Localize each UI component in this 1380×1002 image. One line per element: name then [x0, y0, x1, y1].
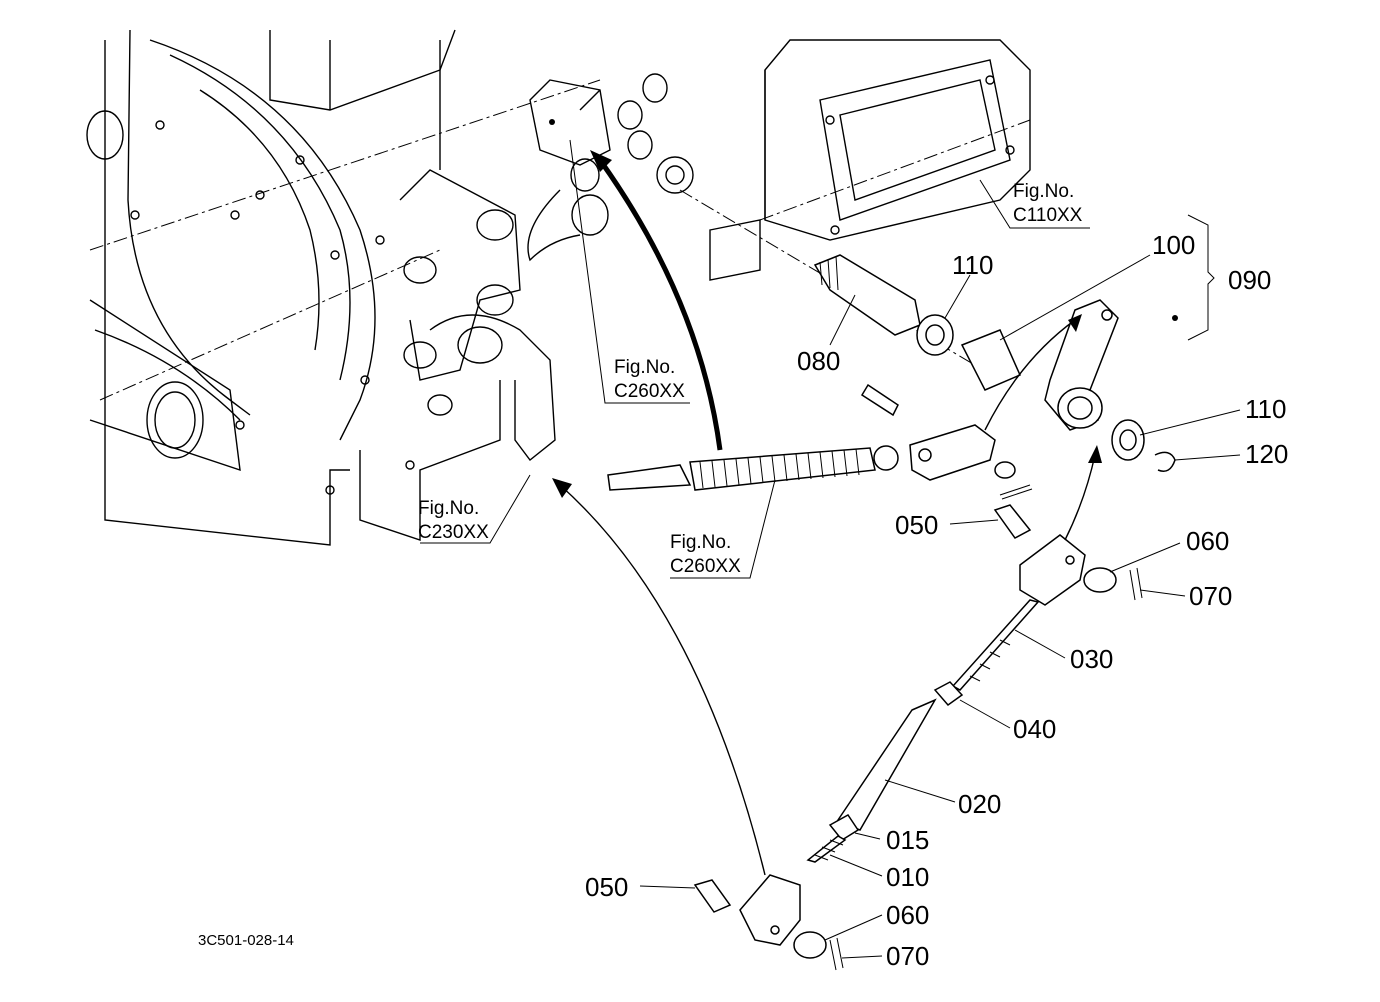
figure-reference-code: C230XX — [418, 521, 489, 543]
callout-080[interactable]: 080 — [797, 346, 841, 376]
figure-reference-code: C110XX — [1013, 204, 1083, 226]
figure-reference-c230[interactable]: Fig.No. C230XX — [418, 497, 489, 545]
callout-110-upper[interactable]: 110 — [952, 250, 994, 280]
transmission-housing — [86, 29, 601, 546]
figure-reference-prefix: Fig.No. — [614, 357, 676, 378]
callout-050-upper[interactable]: 050 — [895, 510, 939, 540]
callout-100[interactable]: 100 — [1152, 230, 1196, 260]
right-housing — [759, 39, 1031, 241]
callout-050-lower[interactable]: 050 — [585, 872, 629, 902]
callout-020[interactable]: 020 — [958, 789, 1002, 819]
figure-reference-c110[interactable]: Fig.No. C110XX — [1013, 180, 1082, 228]
figure-reference-code: C260XX — [670, 555, 741, 577]
upper-bracket — [527, 73, 1001, 381]
callout-060-lower[interactable]: 060 — [886, 900, 930, 930]
callout-060-upper[interactable]: 060 — [1186, 526, 1230, 556]
callout-030[interactable]: 030 — [1070, 644, 1114, 674]
figure-reference-prefix: Fig.No. — [1013, 181, 1075, 202]
figure-reference-prefix: Fig.No. — [418, 498, 480, 519]
callout-110-right[interactable]: 110 — [1245, 394, 1287, 424]
callout-070-upper[interactable]: 070 — [1189, 581, 1233, 611]
rod-assembly — [693, 504, 1143, 971]
leader-lines — [420, 139, 1241, 959]
callout-010[interactable]: 010 — [886, 862, 930, 892]
callout-070-lower[interactable]: 070 — [886, 941, 930, 971]
figure-reference-code: C260XX — [614, 380, 685, 402]
control-cable — [607, 383, 1033, 500]
figure-reference-c260-top[interactable]: Fig.No. C260XX — [614, 356, 685, 404]
figure-reference-c260-bottom[interactable]: Fig.No. C260XX — [670, 531, 741, 579]
callout-040[interactable]: 040 — [1013, 714, 1057, 744]
figure-reference-prefix: Fig.No. — [670, 532, 732, 553]
center-casting — [359, 169, 556, 541]
callout-120[interactable]: 120 — [1245, 439, 1289, 469]
motion-arrows — [552, 150, 1102, 876]
diagram-code: 3C501-028-14 — [198, 932, 294, 949]
callout-015[interactable]: 015 — [886, 825, 930, 855]
shaft-assembly — [813, 254, 1176, 472]
callout-090[interactable]: 090 — [1228, 265, 1272, 295]
lever-arm — [1044, 299, 1178, 431]
